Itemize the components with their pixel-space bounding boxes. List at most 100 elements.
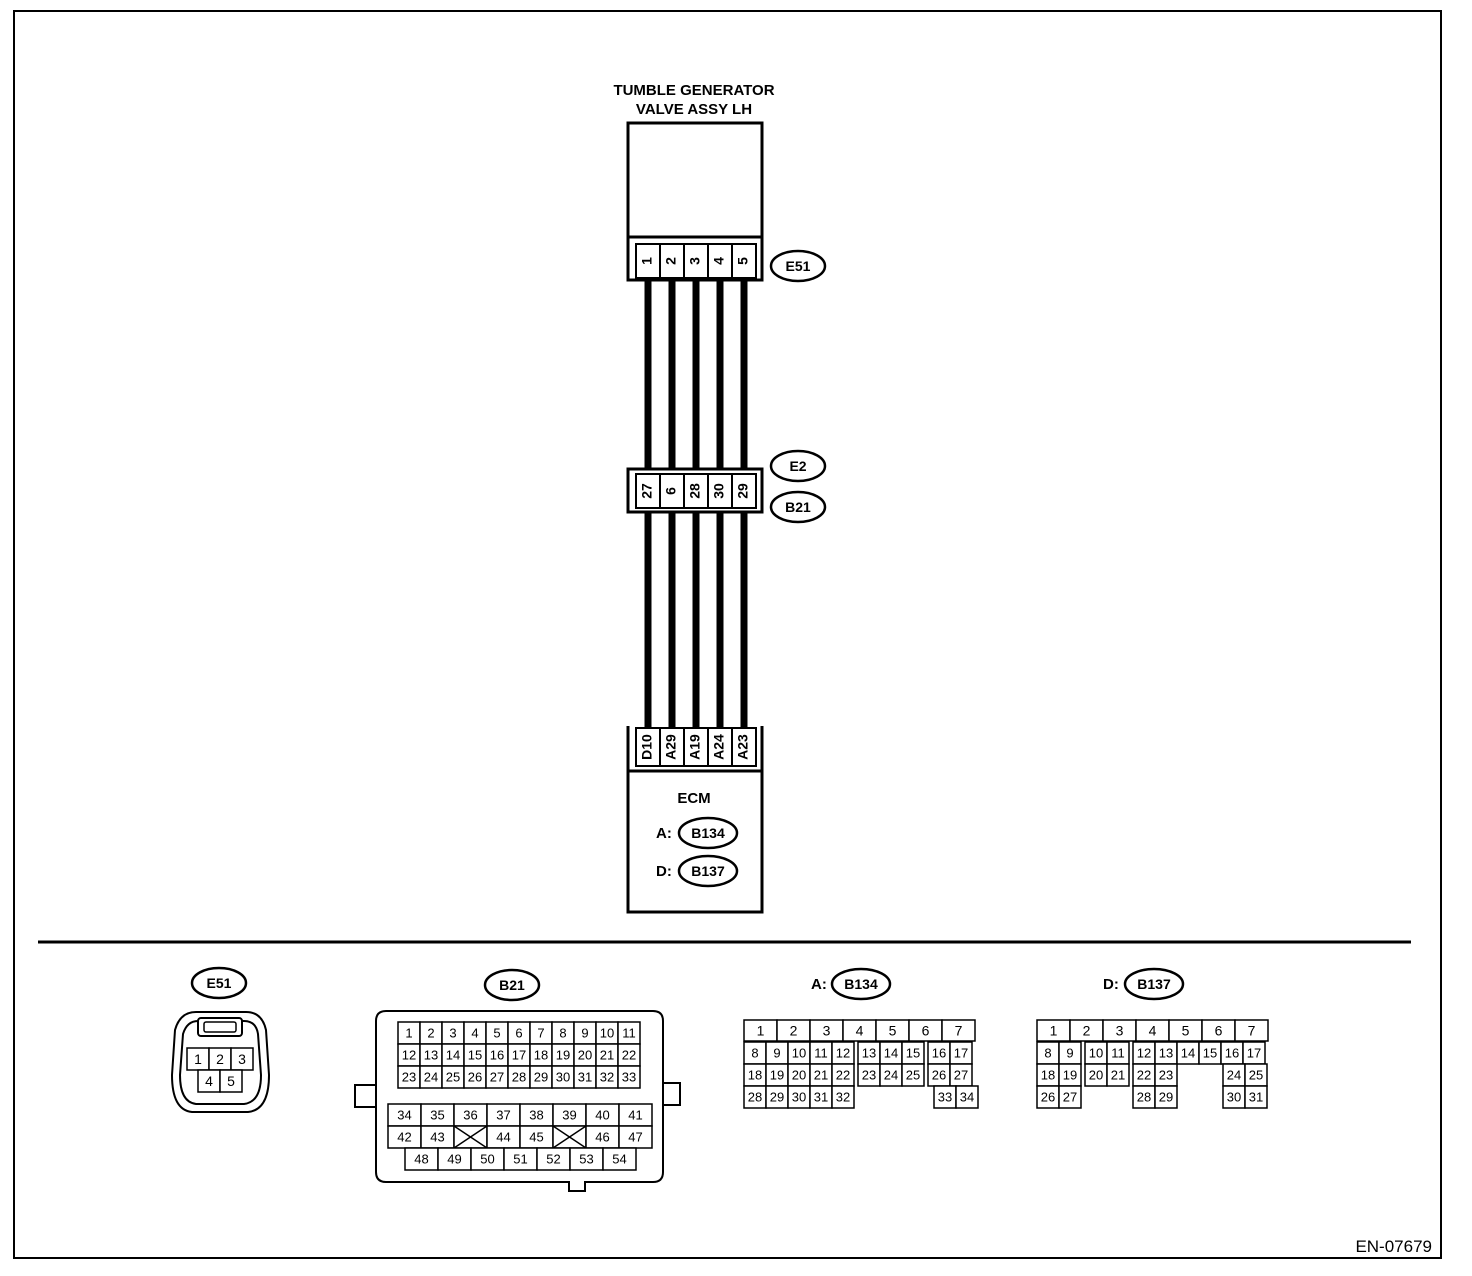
e51-housing-outer	[170, 1011, 271, 1113]
b134-face-pin-label: 7	[955, 1023, 963, 1039]
b21-face-pin-label: 12	[402, 1048, 416, 1063]
b21-face-pin-label: 9	[581, 1026, 588, 1041]
b137-face-pin-label: 2	[1083, 1023, 1091, 1039]
e51-pin-cell	[635, 243, 661, 279]
e51-terminal-block: 1 2 3 4 5	[626, 235, 764, 282]
b21-face-pin-label: 49	[447, 1152, 461, 1167]
b21-face-pin-label: 51	[513, 1152, 527, 1167]
e51-pin-cell	[707, 243, 733, 279]
b137-face-pin-label: 22	[1137, 1068, 1151, 1083]
e51-face-badge	[190, 966, 248, 1000]
b21-terminal-block: 27 6 28 30 29	[626, 467, 764, 514]
e51-pin-cell	[683, 243, 709, 279]
b134-face-badge	[830, 967, 892, 1001]
e51-pin-cell	[659, 243, 685, 279]
b137-face-pin-label: 10	[1089, 1046, 1103, 1061]
b21-face-pin-label: 41	[628, 1108, 642, 1123]
b134-face-cell	[901, 1063, 925, 1087]
b21-face-pin-label: 16	[490, 1048, 504, 1063]
b134-face-pin-label: 31	[814, 1090, 828, 1105]
b134-face-pin-label: 20	[792, 1068, 806, 1083]
b134-face-pin-label: 6	[922, 1023, 930, 1039]
b21-face-pin-label: 13	[424, 1048, 438, 1063]
e51-face-pin-label: 3	[238, 1051, 246, 1067]
outer-frame	[13, 10, 1442, 1259]
b21-face-pin-label: 14	[446, 1048, 460, 1063]
b21-face-pin-label: 20	[578, 1048, 592, 1063]
b134-face-pin-label: 22	[836, 1068, 850, 1083]
b21-face-pin-label: 53	[579, 1152, 593, 1167]
b21-pin-cell	[683, 473, 709, 509]
e51-housing-inner	[178, 1020, 263, 1105]
b137-face-pin-label: 29	[1159, 1090, 1173, 1105]
b21-face-pin-label: 47	[628, 1130, 642, 1145]
connector-code-e2: E2	[789, 458, 806, 474]
b21-pin-label: 30	[711, 483, 727, 499]
b134-face-pin-label: 18	[748, 1068, 762, 1083]
b137-face-badge	[1123, 967, 1185, 1001]
b21-face-pin-label: 17	[512, 1048, 526, 1063]
e51-pin-label: 4	[711, 257, 727, 265]
b137-face-pin-label: 11	[1111, 1046, 1125, 1061]
b21-face-blank-mark	[453, 1125, 488, 1149]
b21-face-pin-label: 1	[405, 1026, 412, 1041]
b21-pin-label: 6	[663, 487, 679, 495]
b134-face-pin-label: 17	[954, 1046, 968, 1061]
connector-code-b134: B134	[691, 825, 725, 841]
b137-face-pin-label: 23	[1159, 1068, 1173, 1083]
b134-face-pin-label: 12	[836, 1046, 850, 1061]
b21-face-pin-label: 4	[471, 1026, 478, 1041]
b137-face-pin-label: 8	[1044, 1046, 1051, 1061]
b134-face-pin-label: 30	[792, 1090, 806, 1105]
b21-face-pin-label: 45	[529, 1130, 543, 1145]
b134-face-pin-label: 19	[770, 1068, 784, 1083]
b21-face-pin-label: 54	[612, 1152, 626, 1167]
b21-face-pin-label: 46	[595, 1130, 609, 1145]
b134-face-pin-label: 14	[884, 1046, 898, 1061]
b21-face-pin-label: 2	[427, 1026, 434, 1041]
b137-face-pin-label: 7	[1248, 1023, 1256, 1039]
b134-face-pin-label: 2	[790, 1023, 798, 1039]
b134-face-cell	[831, 1085, 855, 1109]
b21-face-cell	[602, 1147, 637, 1171]
connector-code-b137: B137	[691, 863, 725, 879]
b21-face-pin-label: 39	[562, 1108, 576, 1123]
b21-pin-cell	[659, 473, 685, 509]
b134-face-prefix: A:	[811, 976, 827, 993]
e51-pin-label: 3	[687, 257, 703, 265]
e51-face-cell	[219, 1069, 243, 1093]
ecm-terminal-block: D10 A29 A19 A24 A23	[626, 726, 764, 771]
b21-left-tab	[354, 1084, 377, 1108]
b134-face-title: B134	[844, 976, 878, 992]
e51-pin-label: 1	[639, 257, 655, 265]
connector-badge-e2	[769, 449, 827, 483]
b21-face-pin-label: 52	[546, 1152, 560, 1167]
b21-face-pin-label: 26	[468, 1070, 482, 1085]
e51-face-pin-label: 1	[194, 1051, 202, 1067]
b21-pin-cell	[635, 473, 661, 509]
b134-face-pin-label: 26	[932, 1068, 946, 1083]
b137-face-pin-label: 28	[1137, 1090, 1151, 1105]
b134-face-pin-label: 16	[932, 1046, 946, 1061]
b21-face-pin-label: 25	[446, 1070, 460, 1085]
b21-face-pin-label: 32	[600, 1070, 614, 1085]
b134-face-pin-label: 9	[773, 1046, 780, 1061]
b134-face-pin-label: 10	[792, 1046, 806, 1061]
b21-pin-label: 27	[639, 483, 655, 499]
e51-face-pin-label: 5	[227, 1073, 235, 1089]
ecm-pin-label: A23	[735, 734, 751, 760]
b137-face-pin-label: 26	[1041, 1090, 1055, 1105]
b21-face-pin-label: 11	[622, 1026, 636, 1041]
b134-face-pin-label: 29	[770, 1090, 784, 1105]
b134-face-pin-label: 11	[814, 1046, 828, 1061]
connector-code-b21: B21	[785, 499, 811, 515]
b137-face-pin-label: 12	[1137, 1046, 1151, 1061]
b21-face-pin-label: 24	[424, 1070, 438, 1085]
b21-right-tab	[662, 1082, 681, 1106]
ecm-pin-label: A29	[663, 734, 679, 760]
b137-face-pin-label: 4	[1149, 1023, 1157, 1039]
b137-face-pin-label: 24	[1227, 1068, 1241, 1083]
